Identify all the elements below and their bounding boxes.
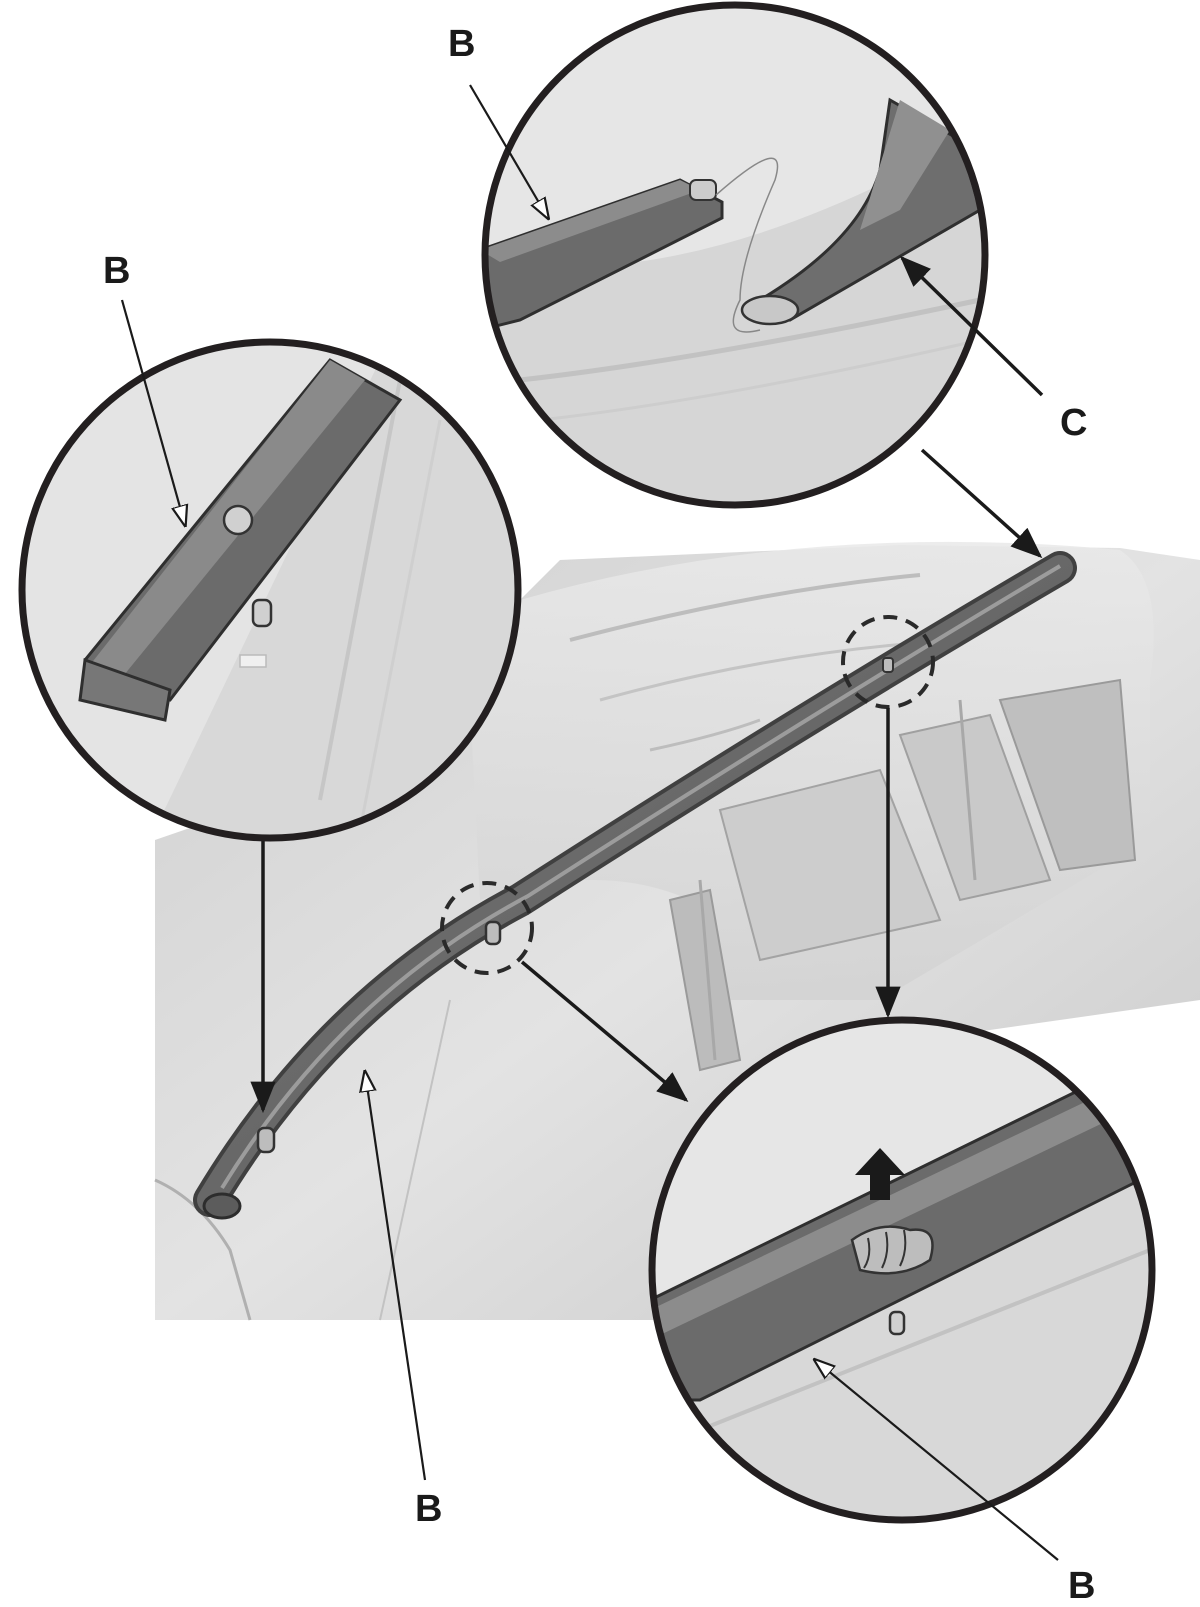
callout-b-bottom-center: B <box>415 1488 442 1530</box>
leader-arrow <box>520 960 689 1103</box>
leader-arrow <box>899 255 1044 397</box>
clip <box>256 1126 276 1154</box>
detail-marker-rear <box>841 615 935 709</box>
detail-circle-bottom-right <box>648 1016 1156 1524</box>
clip <box>882 657 894 673</box>
roof-molding <box>193 551 1077 1220</box>
callout-b-left: B <box>103 250 130 292</box>
clip <box>484 920 502 946</box>
detail-circle-top <box>481 1 989 509</box>
leader-arrow <box>365 1072 427 1481</box>
callout-b-bottom-right: B <box>1068 1565 1095 1607</box>
leader-arrow <box>469 84 548 218</box>
detail-circle-left <box>18 338 522 842</box>
callout-c: C <box>1060 402 1087 444</box>
lift-up-arrow-icon <box>855 1148 905 1200</box>
leader-arrow <box>920 448 1043 559</box>
detail-marker-center <box>440 881 534 975</box>
leader-arrow <box>815 1360 1059 1561</box>
leader-arrow <box>120 299 185 525</box>
callout-b-top: B <box>448 23 475 65</box>
